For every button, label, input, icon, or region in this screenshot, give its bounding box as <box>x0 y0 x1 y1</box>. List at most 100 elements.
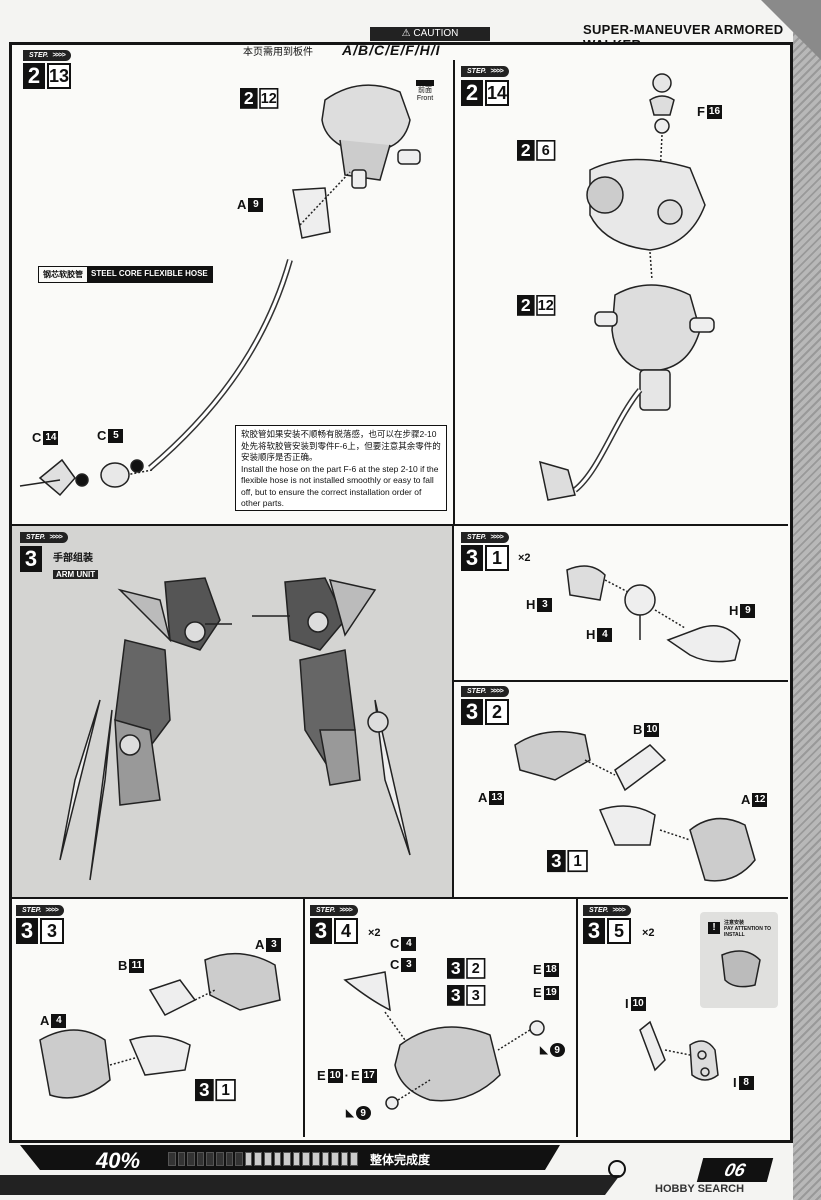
step-major: 3 <box>20 546 42 572</box>
progress-segment <box>168 1152 176 1166</box>
step-tab: STEP.>>>> <box>461 66 509 77</box>
progress-segment <box>350 1152 358 1166</box>
order-1-icon <box>130 459 144 473</box>
front-indicator: 前面 Front <box>416 80 434 103</box>
sub-minor: 6 <box>536 140 556 161</box>
arm-title-cn: 手部组装 <box>53 553 93 564</box>
hose-label-en: STEEL CORE FLEXIBLE HOSE <box>87 267 212 282</box>
part-c5-icon <box>100 462 130 488</box>
step-minor: 13 <box>47 63 71 89</box>
part-b10-icon <box>614 744 667 792</box>
multiplier: ×2 <box>368 927 381 939</box>
step-number-3-2: 3 2 <box>461 699 509 725</box>
step-tab: STEP.>>>> <box>16 905 64 916</box>
sub-major: 2 <box>517 295 535 316</box>
step-tab: STEP.>>>> <box>461 532 509 543</box>
progress-segment <box>263 1152 272 1166</box>
step-major: 3 <box>461 699 483 725</box>
step-number-2-14: 2 14 <box>461 80 509 106</box>
sub-assembly-3-2: 3 2 <box>447 958 486 979</box>
progress-segment <box>187 1152 195 1166</box>
part-a12-icon <box>689 817 756 882</box>
sub-major: 2 <box>517 140 535 161</box>
brand-logo-icon <box>608 1160 626 1178</box>
step-major: 3 <box>583 918 605 944</box>
part-e10-e17-icon <box>385 1096 399 1110</box>
progress-segment <box>254 1152 262 1166</box>
arm-title-en: ARM UNIT <box>53 570 99 579</box>
note-cn: 软胶管如果安装不顺畅有脱落感，也可以在步骤2-10处先将软胶管安装到零件F-6上… <box>241 429 441 462</box>
sub-minor: 3 <box>466 985 486 1006</box>
divider-v3 <box>303 899 305 1137</box>
tool-label-lower: ◣9 <box>346 1106 371 1120</box>
progress-segment <box>235 1152 243 1166</box>
sub-major: 3 <box>547 850 566 873</box>
step-major: 3 <box>310 918 332 944</box>
part-h9-icon <box>666 625 741 663</box>
part-e18-e19-icon <box>529 1020 545 1036</box>
step-number-3-4: 3 4 <box>310 918 358 944</box>
progress-segment <box>177 1152 186 1166</box>
sub-3-2-3-3-icon <box>394 1026 501 1102</box>
multiplier: ×2 <box>518 552 531 564</box>
part-a3-icon <box>204 952 281 1011</box>
progress-segment <box>340 1152 349 1166</box>
watermark: HOBBY SEARCH <box>655 1183 745 1195</box>
progress-bar <box>168 1152 358 1166</box>
hose-callout: 钢芯软胶管 STEEL CORE FLEXIBLE HOSE <box>38 266 213 283</box>
step-minor: 4 <box>334 918 358 944</box>
divider-v4 <box>576 899 578 1137</box>
part-h3-icon <box>566 565 606 601</box>
step-minor: 1 <box>485 545 509 571</box>
attention-text: 注意安装 PAY ATTENTION TO INSTALL <box>724 920 774 938</box>
parts-list: A/B/C/E/F/H/I <box>342 42 441 58</box>
divider-v1 <box>453 60 455 526</box>
arm-unit-title: 手部组装 ARM UNIT <box>53 549 99 582</box>
step-minor: 14 <box>485 80 509 106</box>
progress-segment <box>283 1152 291 1166</box>
sub-assembly-3-3: 3 3 <box>447 985 486 1006</box>
sub-assembly-3-1: 3 1 <box>195 1079 236 1102</box>
step-tab: STEP.>>>> <box>310 905 358 916</box>
sub-minor: 1 <box>567 850 588 873</box>
part-c3-c4-icon <box>343 971 391 1012</box>
hose-note: 软胶管如果安装不顺畅有脱落感，也可以在步骤2-10处先将软胶管安装到零件F-6上… <box>235 425 447 511</box>
caution-banner: ⚠ CAUTION <box>370 27 490 41</box>
part-a13-icon <box>514 730 591 781</box>
front-arrow-icon <box>416 80 434 86</box>
attention-en: PAY ATTENTION TO INSTALL <box>724 926 772 938</box>
part-i8-icon <box>689 1040 719 1081</box>
sub-minor: 1 <box>215 1079 236 1102</box>
part-f16-icon <box>652 73 672 93</box>
progress-segment <box>292 1152 301 1166</box>
sub-major: 3 <box>447 985 465 1006</box>
parts-note: 本页需用到板件 <box>243 47 313 58</box>
step-minor: 2 <box>485 699 509 725</box>
side-stripe-band <box>793 0 821 1200</box>
step-tab: STEP.>>>> <box>461 686 509 697</box>
part-c14-icon <box>38 458 76 497</box>
sub-major: 3 <box>195 1079 214 1102</box>
step-number-3-1: 3 1 <box>461 545 509 571</box>
progress-segment <box>331 1152 339 1166</box>
front-cn: 前面 <box>418 87 432 94</box>
sub-3-1-icon <box>598 805 656 846</box>
page-number: 06 <box>696 1158 774 1182</box>
step-tab: STEP.>>>> <box>583 905 631 916</box>
step-minor: 3 <box>40 918 64 944</box>
